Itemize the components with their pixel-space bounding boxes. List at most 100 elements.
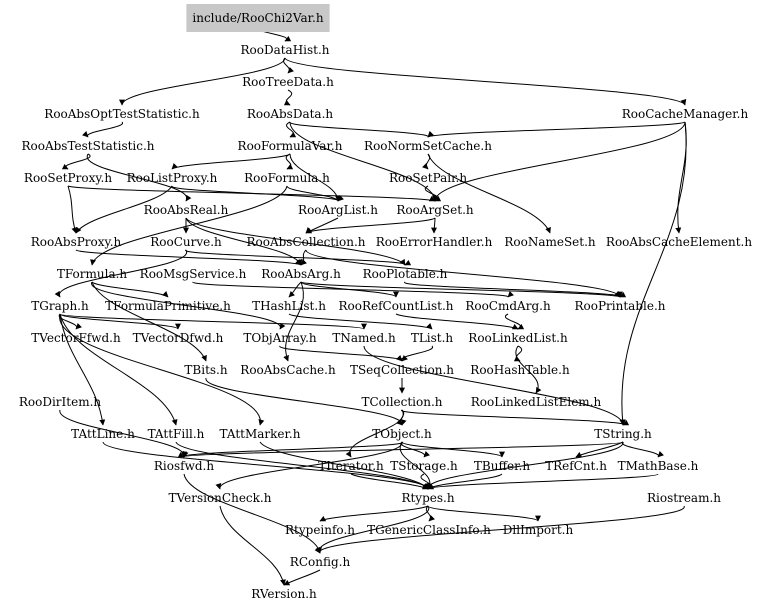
node-label: RooErrorHandler.h — [376, 235, 493, 249]
edge-rooabsarg-h-to-rooabscache-h — [283, 281, 304, 362]
node-label: RooMsgService.h — [140, 267, 247, 281]
node-label: RooSetPair.h — [389, 171, 467, 185]
edge-roocmdarg-h-to-roolinkedlist-h — [504, 313, 525, 330]
node-rooerrorhandler-h: RooErrorHandler.h — [376, 235, 493, 249]
node-rooabsteststatistic-h: RooAbsTestStatistic.h — [21, 139, 154, 153]
node-label: TGenericClassInfo.h — [367, 523, 491, 537]
node-roosetproxy-h: RooSetProxy.h — [24, 171, 112, 185]
edge-rooarglist-h-to-rooabscollection-h — [305, 217, 339, 234]
edge-tgraph-h-to-tnamed-h — [59, 313, 367, 330]
edge-roomsgservice-h-to-roocmdarg-h — [192, 281, 514, 298]
node-label: THashList.h — [252, 299, 326, 313]
node-tobject-h: TObject.h — [372, 427, 432, 441]
node-roolinkedlistelem-h: RooLinkedListElem.h — [471, 395, 602, 409]
node-label: RooAbsCollection.h — [246, 235, 365, 249]
node-roolinkedlist-h: RooLinkedList.h — [468, 331, 568, 345]
edge-rooabsoptteststatistic-h-to-rooabsteststatistic-h — [82, 121, 123, 138]
edge-tobject-h-to-tversioncheck-h — [215, 441, 403, 490]
edge-rooformula-h-to-tformula-h — [90, 185, 288, 266]
edge-tformula-h-to-tbits-h — [91, 281, 207, 362]
node-rootreedata-h: RooTreeData.h — [242, 75, 334, 89]
node-rooabsreal-h: RooAbsReal.h — [144, 203, 229, 217]
node-rooabscache-h: RooAbsCache.h — [240, 363, 336, 377]
node-rooabscollection-h: RooAbsCollection.h — [246, 235, 365, 249]
node-label: DllImport.h — [503, 523, 574, 537]
edge-tattfill-h-to-rtypes-h — [175, 441, 430, 490]
edge-rooabsreal-h-to-rooplotable-h — [185, 217, 406, 266]
node-label: RooAbsCache.h — [240, 363, 336, 377]
edge-rtypes-h-to-rconfig-h — [314, 505, 429, 554]
edge-titerator-h-to-rtypes-h — [350, 473, 429, 490]
edges-layer — [54, 25, 687, 586]
node-label: TVersionCheck.h — [169, 491, 272, 505]
edge-rootreedata-h-to-rooabsdata-h — [283, 89, 293, 106]
edge-roolistproxy-h-to-rooabsproxy-h — [75, 185, 173, 234]
node-tformulaprimitive-h: TFormulaPrimitive.h — [105, 299, 231, 313]
edge-tgraph-h-to-tattmarker-h — [59, 313, 265, 426]
node-label: TAttMarker.h — [220, 427, 301, 441]
edge-tattline-h-to-rtypes-h — [102, 441, 431, 490]
node-rtypeinfo-h: Rtypeinfo.h — [285, 523, 355, 537]
node-label: include/RooChi2Var.h — [192, 11, 323, 25]
node-label: TSeqCollection.h — [350, 363, 454, 377]
edge-tstring-h-to-trefcnt-h — [575, 441, 624, 458]
node-roocmdarg-h: RooCmdArg.h — [465, 299, 551, 313]
node-label: RooArgList.h — [298, 203, 378, 217]
node-tversioncheck-h: TVersionCheck.h — [169, 491, 272, 505]
node-label: RConfig.h — [290, 555, 351, 569]
edge-rooargset-h-to-rooabscollection-h — [305, 217, 436, 234]
edge-rooabsteststatistic-h-to-rooabsreal-h — [86, 153, 192, 202]
edge-rooabsarg-h-to-rooprintable-h — [300, 281, 621, 298]
node-label: RooAbsArg.h — [261, 267, 341, 281]
edge-roolinkedlist-h-to-roolinkedlistelem-h — [515, 345, 542, 394]
root-node-box — [186, 4, 330, 32]
node-label: RooFormulaVar.h — [238, 139, 343, 153]
edge-roocachemanager-h-to-rooargset-h — [432, 121, 686, 202]
node-label: RooAbsData.h — [247, 107, 334, 121]
node-tstorage-h: TStorage.h — [390, 459, 458, 473]
edge-rtypes-h-to-rtypeinfo-h — [319, 505, 429, 522]
edge-rconfig-h-to-rversion-h — [283, 569, 321, 586]
edge-tversioncheck-h-to-rversion-h — [219, 505, 286, 586]
node-tbuffer-h: TBuffer.h — [474, 459, 530, 473]
node-label: TFormula.h — [57, 267, 128, 281]
node-tmathbase-h: TMathBase.h — [618, 459, 699, 473]
node-thashlist-h: THashList.h — [252, 299, 326, 313]
edge-roonormsetcache-h-to-roonameset-h — [427, 153, 551, 234]
edge-rooargset-h-to-rooerrorhandler-h — [431, 217, 438, 234]
node-roodiritem-h: RooDirItem.h — [19, 395, 102, 409]
node-roomsgservice-h: RooMsgService.h — [140, 267, 247, 281]
edge-tobjarray-h-to-tseqcollection-h — [279, 345, 408, 362]
node-tstring-h: TString.h — [594, 427, 652, 441]
edge-roocurve-h-to-rooplotable-h — [185, 249, 412, 266]
node-label: TString.h — [594, 427, 652, 441]
edge-roosetpair-h-to-rooargset-h — [424, 185, 442, 202]
edge-riostream-h-to-rconfig-h — [314, 505, 685, 554]
node-rooprintable-h: RooPrintable.h — [574, 299, 665, 313]
node-label: RooArgSet.h — [396, 203, 474, 217]
node-label: TStorage.h — [390, 459, 458, 473]
node-label: RooPlotable.h — [363, 267, 448, 281]
node-label: TCollection.h — [361, 395, 442, 409]
edge-tformula-h-to-tobjarray-h — [91, 281, 286, 330]
edge-tbits-h-to-tobject-h — [205, 377, 407, 426]
node-label: RooAbsCacheElement.h — [606, 235, 752, 249]
node-rooargset-h: RooArgSet.h — [396, 203, 474, 217]
edge-roodatahist-h-to-rooabsoptteststatistic-h — [119, 57, 286, 106]
edge-tnamed-h-to-tstring-h — [363, 345, 626, 426]
edge-tobject-h-to-riosfwd-h — [177, 441, 403, 458]
node-label: RooNormSetCache.h — [364, 139, 492, 153]
node-roorefcountlist-h: RooRefCountList.h — [338, 299, 453, 313]
edge-rooformulavar-h-to-roolistproxy-h — [171, 153, 291, 170]
node-tlist-h: TList.h — [411, 331, 454, 345]
node-rtypes-h: Rtypes.h — [401, 491, 454, 505]
edge-roocachemanager-h-to-rooabscacheelement-h — [675, 121, 687, 234]
node-label: TAttFill.h — [148, 427, 205, 441]
node-label: RooFormula.h — [244, 171, 330, 185]
node-rconfig-h: RConfig.h — [290, 555, 351, 569]
node-label: RooLinkedListElem.h — [471, 395, 602, 409]
node-label: RooCacheManager.h — [622, 107, 749, 121]
edge-riosfwd-h-to-rconfig-h — [183, 473, 322, 554]
node-tnamed-h: TNamed.h — [332, 331, 396, 345]
node-dllimport-h: DllImport.h — [503, 523, 574, 537]
